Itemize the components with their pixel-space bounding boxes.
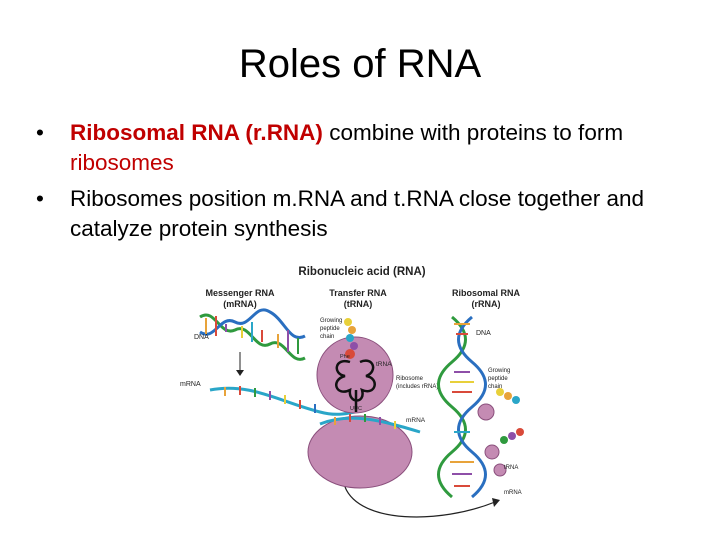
label-dna-left: DNA	[194, 334, 209, 341]
label-growing-chain-right-1: Growing	[488, 368, 510, 374]
heading-rrna-line2: (rRNA)	[472, 299, 501, 309]
rna-diagram: Ribonucleic acid (RNA) Messenger RNA (mR…	[170, 262, 555, 532]
arrow-to-rrna	[344, 486, 496, 518]
dna-helix-left	[199, 308, 306, 361]
label-mrna-left: mRNA	[180, 381, 201, 388]
label-phe: Phe	[340, 354, 350, 360]
bullet-list: • Ribosomal RNA (r.RNA) combine with pro…	[36, 118, 696, 250]
mrna-strand-left	[209, 386, 356, 416]
label-ribosome-mid-1: Ribosome	[396, 376, 424, 382]
peptide-chain-right	[496, 388, 524, 444]
bullet-item-rrna: • Ribosomal RNA (r.RNA) combine with pro…	[36, 118, 696, 178]
ribosome-shape	[307, 336, 413, 489]
peptide-chain-mid	[344, 318, 358, 359]
dna-helix-right	[437, 315, 487, 499]
label-growing-chain-mid-1: Growing	[320, 318, 342, 324]
ribosomes-right	[477, 403, 507, 477]
heading-mrna-line2: (mRNA)	[223, 299, 257, 309]
bullet-text-combine: combine with proteins to form	[322, 120, 624, 145]
label-ribosome-mid-2: (includes rRNA)	[396, 384, 438, 390]
label-growing-chain-mid-2: peptide	[320, 326, 340, 332]
label-trna-right: tRNA	[504, 465, 518, 471]
trna-cloverleaf	[335, 359, 376, 412]
bullet-term-ribosomes: ribosomes	[70, 150, 174, 175]
heading-mrna-line1: Messenger RNA	[205, 288, 275, 298]
mrna-strand-mid	[319, 414, 421, 434]
heading-rrna-line1: Ribosomal RNA	[452, 288, 521, 298]
bullet-term-rrna: Ribosomal RNA (r.RNA)	[70, 120, 323, 145]
label-growing-chain-right-3: chain	[488, 384, 502, 390]
label-trna-mid: tRNA	[376, 361, 392, 368]
label-dna-right: DNA	[476, 330, 491, 337]
label-growing-chain-mid-3: chain	[320, 334, 334, 340]
diagram-title: Ribonucleic acid (RNA)	[298, 266, 425, 278]
label-growing-chain-right-2: peptide	[488, 376, 508, 382]
label-mrna-mid: mRNA	[406, 417, 426, 424]
bullet-item-ribosomes: • Ribosomes position m.RNA and t.RNA clo…	[36, 184, 696, 244]
bullet-marker: •	[36, 120, 44, 145]
bullet-marker: •	[36, 186, 44, 211]
slide-title: Roles of RNA	[238, 42, 482, 86]
label-mrna-right: mRNA	[504, 490, 522, 496]
heading-trna-line1: Transfer RNA	[329, 288, 387, 298]
bullet-text-ribosomes-position: Ribosomes position m.RNA and t.RNA close…	[70, 186, 645, 241]
label-codon: UUC	[350, 406, 362, 412]
heading-trna-line2: (tRNA)	[344, 299, 373, 309]
